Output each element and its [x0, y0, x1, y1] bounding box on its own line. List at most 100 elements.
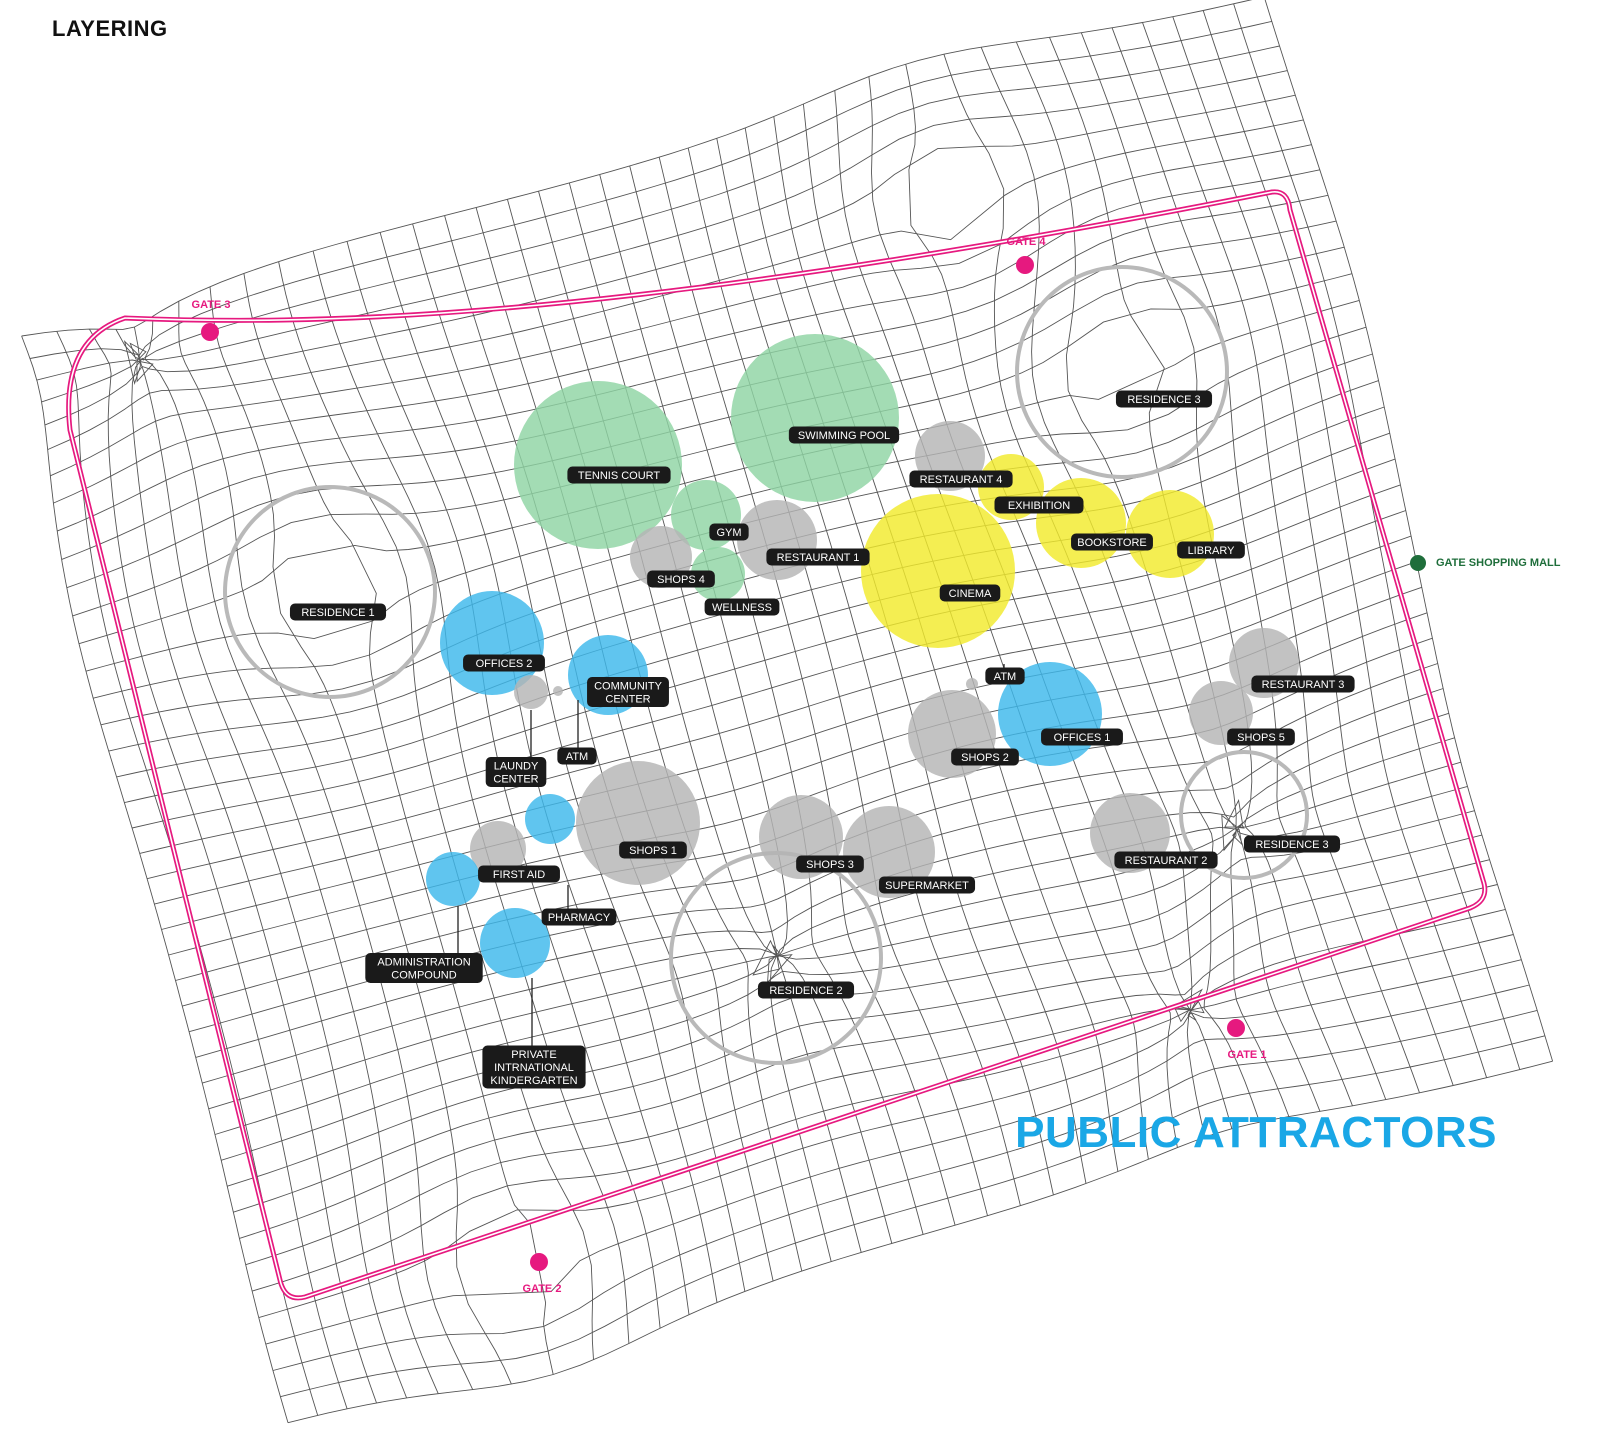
first-aid-label[interactable]: FIRST AID: [493, 869, 545, 881]
residence-label[interactable]: RESIDENCE 2: [769, 985, 842, 997]
residence-ring: [223, 485, 437, 699]
gate-label: GATE 2: [523, 1283, 562, 1295]
gate-label: GATE 4: [1007, 236, 1047, 248]
grid-line-horizontal: [195, 712, 1449, 1058]
shops-5-label-bg: [1227, 728, 1295, 746]
swimming-pool-label[interactable]: SWIMMING POOL: [798, 430, 890, 442]
library-label[interactable]: LIBRARY: [1188, 545, 1236, 557]
grid-line-horizontal: [50, 144, 1312, 477]
grid-line-horizontal: [154, 561, 1417, 905]
grid-line-horizontal: [53, 169, 1320, 504]
restaurant-1-label-bg: [766, 548, 870, 566]
shops-2-label-bg: [951, 748, 1019, 766]
grid-line-vertical: [716, 138, 1021, 1206]
pharmacy-label[interactable]: PHARMACY: [548, 912, 611, 924]
first-aid-circle: [525, 794, 575, 844]
distorted-grid: [21, 0, 1554, 1424]
private-intrnational-kindergarten-label-bg: [482, 1045, 586, 1089]
residence-label[interactable]: RESIDENCE 3: [1127, 394, 1200, 406]
cinema-label[interactable]: CINEMA: [949, 588, 992, 600]
private-intrnational-kindergarten-circle: [480, 908, 550, 978]
mall-gate-label: GATE SHOPPING MALL: [1436, 557, 1561, 569]
shops-3-label-bg: [796, 855, 864, 873]
shops-4-label[interactable]: SHOPS 4: [657, 574, 705, 586]
cinema-label-bg: [939, 584, 1001, 602]
pharmacy-circle: [470, 821, 526, 877]
restaurant-4-label-bg: [909, 470, 1013, 488]
residence-label[interactable]: RESIDENCE 1: [301, 607, 374, 619]
pharmacy-label-bg: [541, 908, 617, 926]
shops-5-label[interactable]: SHOPS 5: [1237, 732, 1285, 744]
gate-marker[interactable]: [201, 323, 219, 341]
offices-1-label-bg: [1041, 728, 1123, 746]
supermarket-circle: [843, 806, 935, 898]
grid-line-vertical: [658, 157, 956, 1226]
restaurant-3-label[interactable]: RESTAURANT 3: [1262, 679, 1345, 691]
tennis-court-label[interactable]: TENNIS COURT: [578, 470, 661, 482]
bookstore-label-bg: [1071, 533, 1153, 551]
swimming-pool-circle: [731, 334, 899, 502]
atm-label[interactable]: ATM: [566, 751, 588, 763]
grid-line-horizontal: [280, 1035, 1546, 1398]
grid-line-vertical: [773, 116, 1087, 1184]
wellness-label-bg: [704, 598, 780, 616]
gate-marker[interactable]: [1227, 1019, 1245, 1037]
wellness-label[interactable]: WELLNESS: [712, 602, 772, 614]
shops-1-label-bg: [619, 841, 687, 859]
bookstore-label[interactable]: BOOKSTORE: [1077, 537, 1146, 549]
supermarket-label[interactable]: SUPERMARKET: [885, 880, 969, 892]
attractor-circles: [426, 334, 1299, 978]
grid-line-horizontal: [251, 934, 1514, 1292]
gate-marker[interactable]: [530, 1253, 548, 1271]
restaurant-2-label[interactable]: RESTAURANT 2: [1125, 855, 1208, 867]
shops-1-label[interactable]: SHOPS 1: [629, 845, 677, 857]
grid-line-horizontal: [78, 299, 1360, 645]
residence-label[interactable]: RESIDENCE 3: [1255, 839, 1328, 851]
bookstore-circle: [1036, 478, 1126, 568]
atm-label-bg: [557, 747, 597, 765]
grid-line-horizontal: [57, 194, 1329, 532]
restaurant-1-circle: [737, 500, 817, 580]
gate-marker[interactable]: [1016, 256, 1034, 274]
restaurant-2-label-bg: [1114, 851, 1218, 869]
shops-3-label[interactable]: SHOPS 3: [806, 859, 854, 871]
atm-label[interactable]: ATM: [994, 671, 1016, 683]
restaurant-1-label[interactable]: RESTAURANT 1: [777, 552, 860, 564]
offices-2-label[interactable]: OFFICES 2: [476, 658, 533, 670]
restaurant-4-label[interactable]: RESTAURANT 4: [920, 474, 1003, 486]
shops-2-label[interactable]: SHOPS 2: [961, 752, 1009, 764]
shops-4-label-bg: [647, 570, 715, 588]
community-center-label-bg: [587, 677, 669, 707]
grid-line-vertical: [1233, 3, 1521, 1070]
grid-line-vertical: [599, 174, 893, 1244]
grid-line-horizontal: [72, 273, 1353, 617]
grid-line-horizontal: [21, 0, 1253, 337]
tennis-court-label-bg: [567, 466, 671, 484]
gate-label: GATE 1: [1228, 1049, 1267, 1061]
grid-line-vertical: [1080, 32, 1353, 1106]
grid-line-vertical: [56, 331, 319, 1416]
shops-1-circle: [576, 761, 700, 885]
residence-ring: [1179, 750, 1309, 880]
supermarket-label-bg: [878, 876, 976, 894]
first-aid-label-bg: [478, 865, 560, 883]
grid-line-vertical: [744, 127, 1054, 1195]
grid-line-horizontal: [66, 246, 1345, 589]
residence-label-bg: [1243, 835, 1341, 853]
grid-line-vertical: [1264, 0, 1554, 1062]
restaurant-3-label-bg: [1251, 675, 1355, 693]
offices-1-label[interactable]: OFFICES 1: [1054, 732, 1111, 744]
grid-line-horizontal: [239, 884, 1498, 1239]
gym-label[interactable]: GYM: [716, 527, 741, 539]
administration-compound-circle: [426, 852, 480, 906]
mall-gate-marker[interactable]: [1410, 555, 1426, 571]
tennis-court-circle: [514, 381, 682, 549]
laundy-center-circle: [514, 675, 548, 709]
offices-2-label-bg: [463, 654, 545, 672]
exhibition-label[interactable]: EXHIBITION: [1008, 500, 1070, 512]
